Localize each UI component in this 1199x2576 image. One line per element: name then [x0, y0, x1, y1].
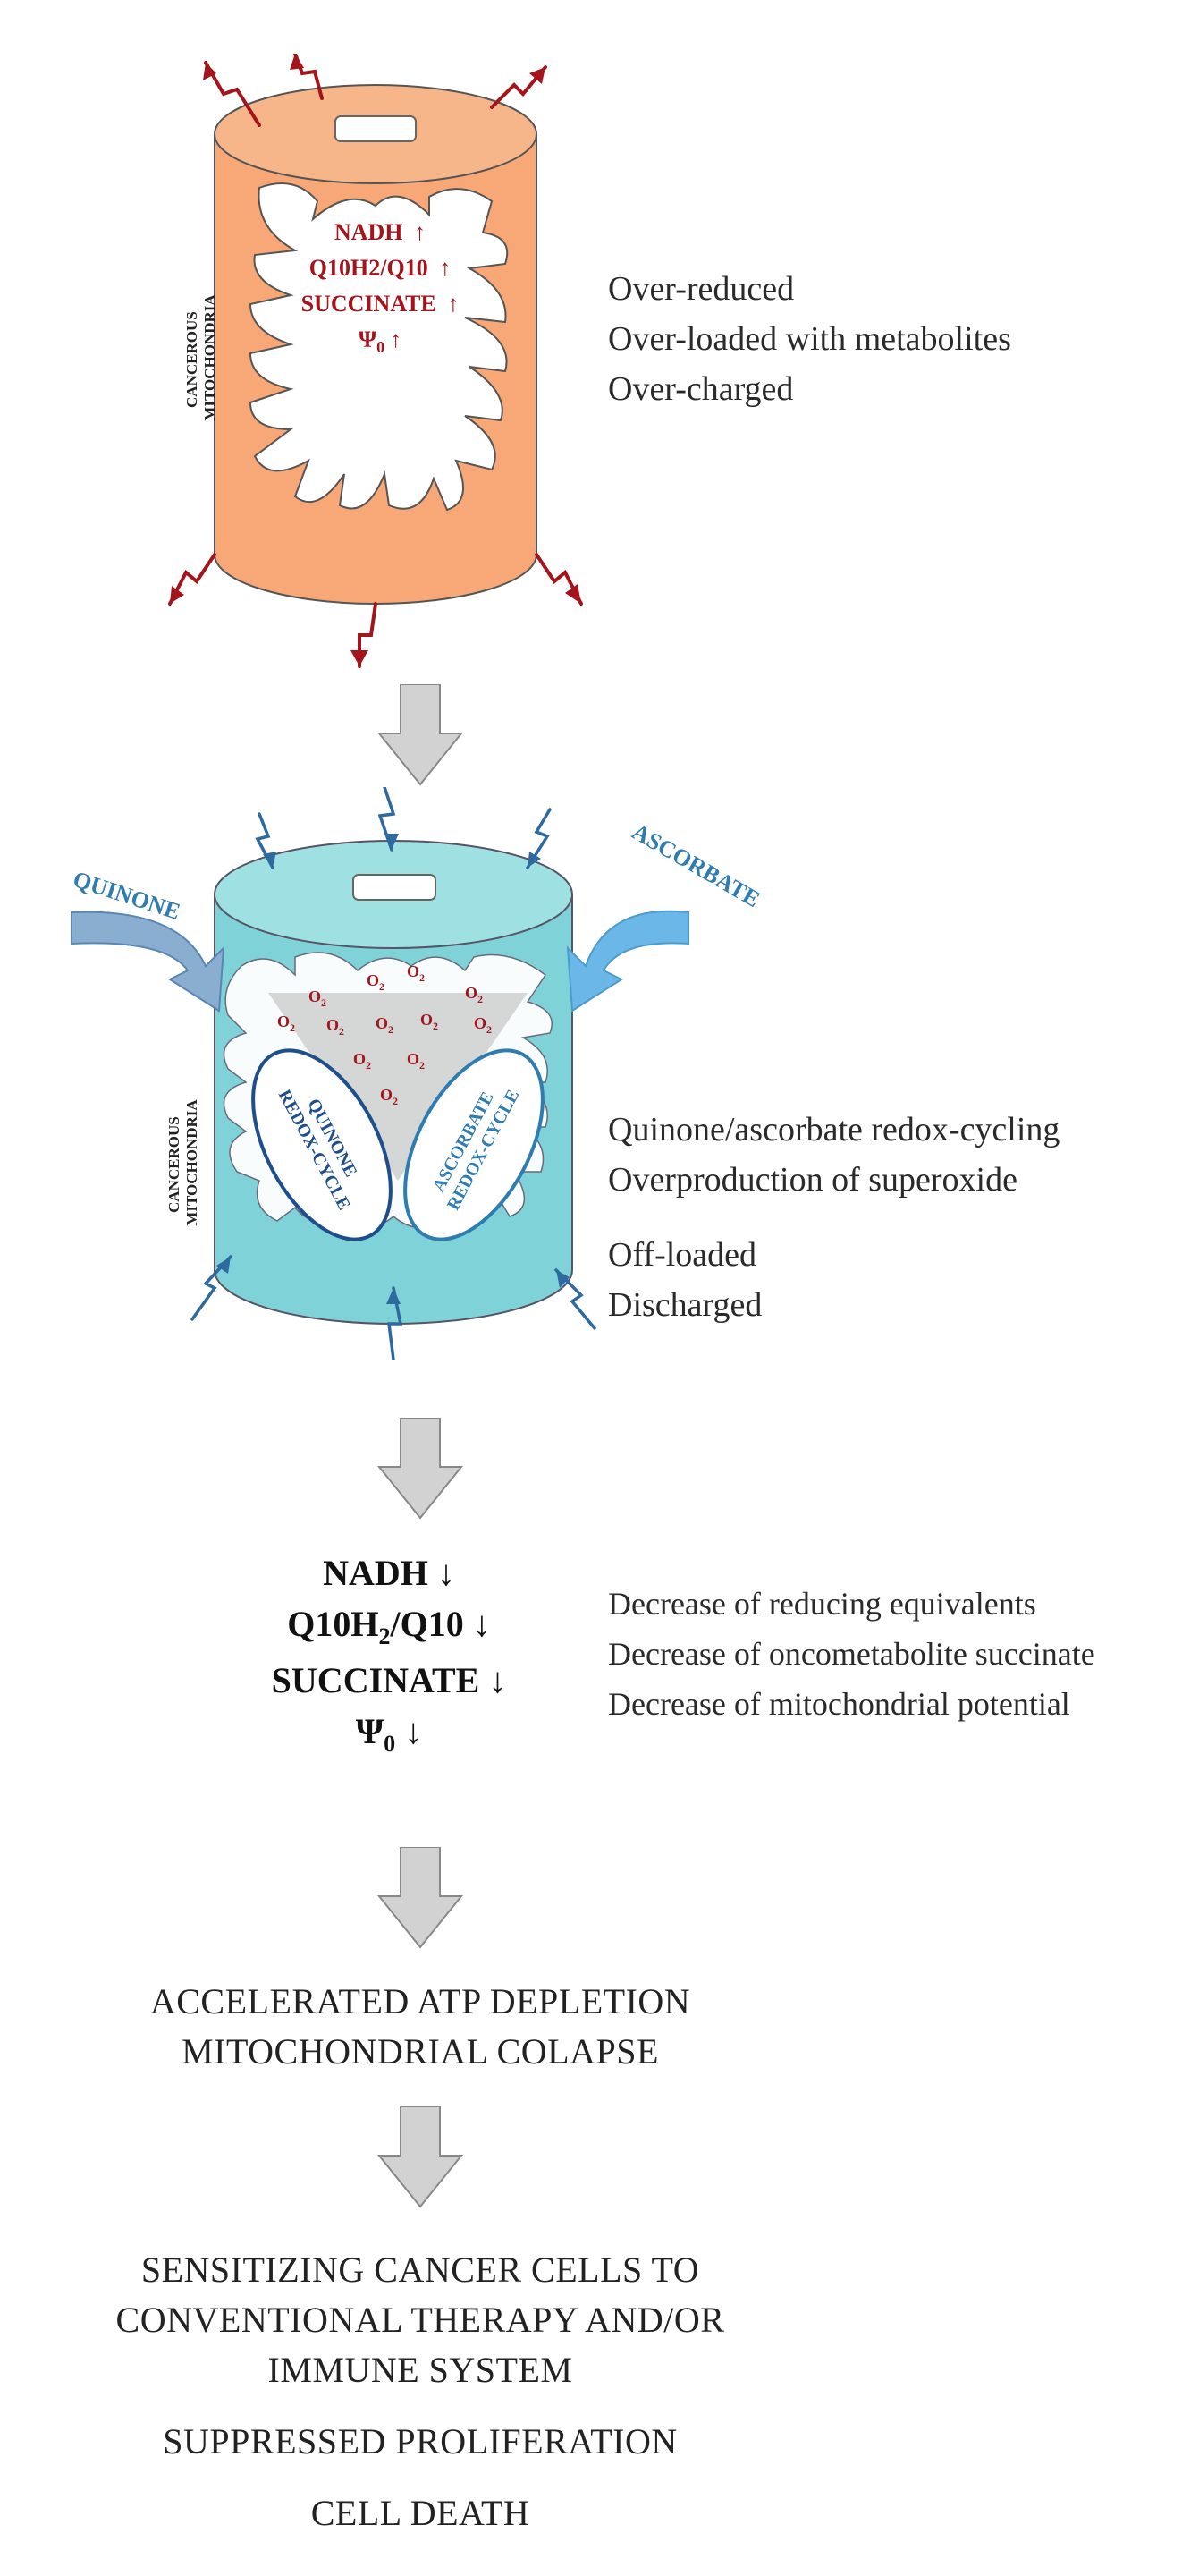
outward-arrowheads [170, 54, 581, 666]
note-discharged: Discharged [608, 1286, 763, 1324]
side-label-1: CANCEROUS MITOCHONDRIA [183, 294, 218, 421]
note-off-loaded: Off-loaded [608, 1236, 757, 1274]
cell-death: CELL DEATH [310, 2493, 530, 2533]
note-succinate: Decrease of oncometabolite succinate [608, 1636, 1095, 1672]
stage2-notes-b: Off-loaded Discharged [608, 1230, 762, 1330]
svg-text:O2: O2 [407, 1050, 425, 1072]
svg-text:O2: O2 [376, 1014, 393, 1036]
inner-psi: Ψ0↑ [359, 326, 401, 356]
superoxide-labels: O2 O2 O2 O2 O2 O2 O2 O2 O2 O2 O2 O2 [277, 962, 492, 1107]
metab-psi: Ψ0↓ [355, 1711, 423, 1757]
svg-text:O2: O2 [465, 984, 483, 1005]
inner-q10: Q10H2/Q10 ↑ [309, 255, 451, 281]
mito-colapse: MITOCHONDRIAL COLAPSE [182, 2031, 659, 2072]
down-arrow-2 [376, 1418, 464, 1520]
stage2-mitochondrion: O2 O2 O2 O2 O2 O2 O2 O2 O2 O2 O2 O2 QUIN… [70, 787, 764, 1360]
superoxide-zone [268, 993, 528, 1181]
down-arrow-3 [376, 1847, 464, 1949]
note-reducing-equivalents: Decrease of reducing equivalents [608, 1586, 1036, 1622]
note-redox-cycling: Quinone/ascorbate redox-cycling [608, 1111, 1060, 1148]
stage1-mitochondrion: NADH ↑ Q10H2/Q10 ↑ SUCCINATE ↑ Ψ0↑ CANCE… [168, 54, 583, 668]
inner-nadh: NADH ↑ [334, 219, 426, 245]
stage1-notes: Over-reduced Over-loaded with metabolite… [608, 264, 1011, 414]
sensitizing-line-1: SENSITIZING CANCER CELLS TO [140, 2250, 700, 2290]
inner-lumen [249, 182, 509, 512]
inner-succinate: SUCCINATE ↑ [301, 291, 460, 317]
svg-text:O2: O2 [277, 1013, 295, 1034]
svg-text:O2: O2 [407, 962, 425, 984]
note-overproduction: Overproduction of superoxide [608, 1161, 1017, 1199]
quinone-cycle [251, 1048, 393, 1241]
metab-succinate: SUCCINATE↓ [271, 1660, 507, 1700]
svg-text:O2: O2 [380, 1086, 398, 1107]
stage5-text: SENSITIZING CANCER CELLS TO CONVENTIONAL… [0, 2245, 840, 2538]
svg-text:O2: O2 [353, 1050, 371, 1072]
note-over-charged: Over-charged [608, 370, 794, 408]
down-arrow-1 [376, 684, 464, 786]
ascorbate-cycle [403, 1048, 545, 1241]
stage3-notes: Decrease of reducing equivalents Decreas… [608, 1579, 1095, 1729]
atp-depletion: ACCELERATED ATP DEPLETION [149, 1981, 691, 2021]
stage2-notes-a: Quinone/ascorbate redox-cycling Overprod… [608, 1105, 1060, 1205]
stage4-text: ACCELERATED ATP DEPLETION MITOCHONDRIAL … [0, 1977, 840, 2077]
incoming-arrows [190, 787, 596, 1360]
side-label-2: CANCEROUS MITOCHONDRIA [165, 1099, 200, 1226]
svg-text:O2: O2 [308, 987, 326, 1009]
svg-text:O2: O2 [474, 1014, 492, 1036]
ascorbate-label: ASCORBATE [628, 818, 764, 912]
cylinder-slot [352, 874, 436, 901]
metab-nadh: NADH↓ [323, 1553, 455, 1593]
svg-text:O2: O2 [420, 1011, 438, 1032]
sensitizing-line-2: CONVENTIONAL THERAPY AND/OR [115, 2300, 725, 2340]
down-arrow-4 [376, 2106, 464, 2208]
note-potential: Decrease of mitochondrial potential [608, 1686, 1070, 1722]
stage3-metabolites: NADH↓ Q10H2/Q10↓ SUCCINATE↓ Ψ0↓ [215, 1552, 563, 1758]
metab-q10: Q10H2/Q10↓ [287, 1604, 491, 1649]
suppressed-proliferation: SUPPRESSED PROLIFERATION [163, 2421, 678, 2462]
quinone-arrow [71, 911, 225, 1013]
incoming-arrowheads [216, 834, 570, 1304]
ascorbate-arrow [566, 910, 689, 1013]
cylinder-slot [334, 115, 417, 142]
svg-text:O2: O2 [326, 1016, 344, 1038]
note-over-reduced: Over-reduced [608, 270, 795, 308]
note-over-loaded: Over-loaded with metabolites [608, 320, 1011, 358]
sensitizing-line-3: IMMUNE SYSTEM [267, 2350, 573, 2390]
svg-text:O2: O2 [367, 971, 384, 993]
